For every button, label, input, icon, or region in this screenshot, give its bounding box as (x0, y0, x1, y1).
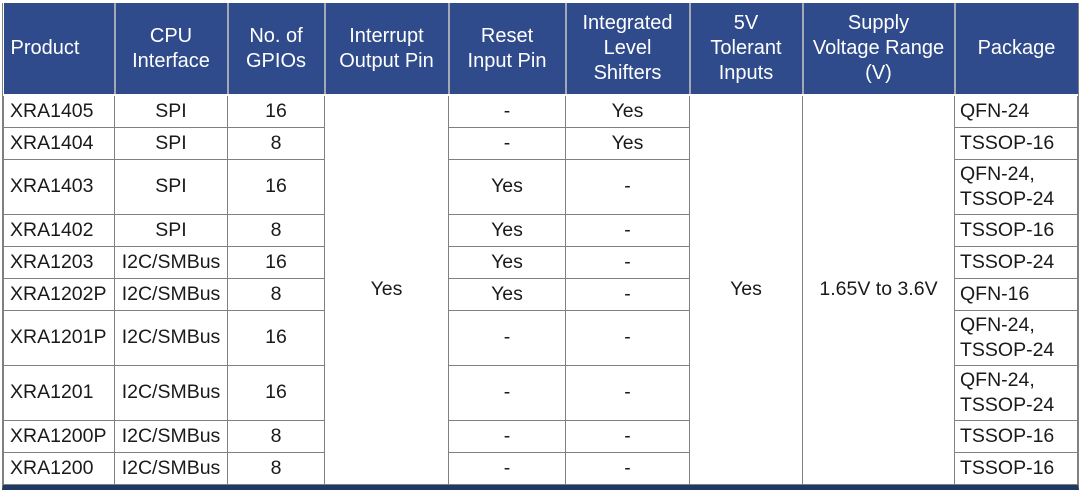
cell-package: QFN-24 (954, 94, 1078, 128)
cell-gpios: 16 (227, 245, 325, 279)
cell-product: XRA1201P (3, 309, 115, 366)
cell-gpios: 8 (227, 126, 325, 160)
cell-reset-input-pin: - (448, 94, 566, 128)
product-selector-table-container: Product CPU Interface No. of GPIOs Inter… (2, 3, 1079, 490)
cell-gpios: 16 (227, 158, 325, 215)
cell-reset-input-pin: Yes (448, 245, 566, 279)
cell-interrupt-output-pin-merged: Yes (324, 94, 449, 485)
cell-cpu-interface: SPI (114, 94, 228, 128)
row-xra1200p: XRA1200P I2C/SMBus 8 - - TSSOP-16 (3, 419, 1078, 453)
column-header-no-of-gpios: No. of GPIOs (226, 3, 326, 96)
cell-product: XRA1203 (3, 245, 115, 279)
table-body: XRA1405 SPI 16 Yes - Yes Yes 1.65V to 3.… (3, 94, 1078, 485)
cell-package: QFN-16 (954, 277, 1078, 311)
cell-reset-input-pin: - (448, 451, 566, 485)
row-xra1405: XRA1405 SPI 16 Yes - Yes Yes 1.65V to 3.… (3, 94, 1078, 485)
row-xra1201: XRA1201 I2C/SMBus 16 - - QFN-24, TSSOP-2… (3, 364, 1078, 421)
cell-cpu-interface: I2C/SMBus (114, 309, 228, 366)
cell-cpu-interface: SPI (114, 158, 228, 215)
cell-reset-input-pin: Yes (448, 213, 566, 247)
cell-package: QFN-24, TSSOP-24 (954, 364, 1078, 421)
cell-product: XRA1403 (3, 158, 115, 215)
product-comparison-table: Product CPU Interface No. of GPIOs Inter… (3, 3, 1078, 485)
row-xra1202p: XRA1202P I2C/SMBus 8 Yes - QFN-16 (3, 277, 1078, 311)
cell-level-shifters: - (565, 158, 690, 215)
column-header-supply-voltage-range: Supply Voltage Range (V) (801, 3, 956, 96)
cell-reset-input-pin: Yes (448, 277, 566, 311)
cell-package: TSSOP-24 (954, 245, 1078, 279)
cell-package: QFN-24, TSSOP-24 (954, 158, 1078, 215)
cell-reset-input-pin: - (448, 309, 566, 366)
column-header-package: Package (953, 3, 1078, 96)
cell-product: XRA1200 (3, 451, 115, 485)
cell-reset-input-pin: - (448, 364, 566, 421)
column-header-integrated-level-shifters: Integrated Level Shifters (564, 3, 691, 96)
cell-level-shifters: - (565, 245, 690, 279)
cell-level-shifters: - (565, 364, 690, 421)
column-header-5v-tolerant-inputs: 5V Tolerant Inputs (688, 3, 804, 96)
row-xra1203: XRA1203 I2C/SMBus 16 Yes - TSSOP-24 (3, 245, 1078, 279)
cell-level-shifters: - (565, 419, 690, 453)
cell-product: XRA1201 (3, 364, 115, 421)
cell-product: XRA1202P (3, 277, 115, 311)
cell-package: TSSOP-16 (954, 451, 1078, 485)
cell-level-shifters: Yes (565, 94, 690, 128)
cell-reset-input-pin: - (448, 419, 566, 453)
cell-product: XRA1405 (3, 94, 115, 128)
row-xra1402: XRA1402 SPI 8 Yes - TSSOP-16 (3, 213, 1078, 247)
cell-gpios: 8 (227, 419, 325, 453)
cell-cpu-interface: I2C/SMBus (114, 451, 228, 485)
cell-gpios: 16 (227, 94, 325, 128)
cell-reset-input-pin: Yes (448, 158, 566, 215)
cell-product: XRA1404 (3, 126, 115, 160)
cell-supply-voltage-range-merged: 1.65V to 3.6V (802, 94, 955, 485)
cell-product: XRA1402 (3, 213, 115, 247)
cell-product: XRA1200P (3, 419, 115, 453)
cell-gpios: 8 (227, 277, 325, 311)
table-header: Product CPU Interface No. of GPIOs Inter… (3, 3, 1078, 96)
cell-level-shifters: Yes (565, 126, 690, 160)
cell-package: TSSOP-16 (954, 419, 1078, 453)
cell-level-shifters: - (565, 451, 690, 485)
row-xra1200: XRA1200 I2C/SMBus 8 - - TSSOP-16 (3, 451, 1078, 485)
cell-level-shifters: - (565, 213, 690, 247)
row-xra1201p: XRA1201P I2C/SMBus 16 - - QFN-24, TSSOP-… (3, 309, 1078, 366)
column-header-reset-input-pin: Reset Input Pin (447, 3, 567, 96)
column-header-cpu-interface: CPU Interface (113, 3, 229, 96)
cell-package: QFN-24, TSSOP-24 (954, 309, 1078, 366)
cell-gpios: 16 (227, 309, 325, 366)
cell-package: TSSOP-16 (954, 213, 1078, 247)
cell-gpios: 8 (227, 451, 325, 485)
cell-level-shifters: - (565, 309, 690, 366)
cell-cpu-interface: SPI (114, 126, 228, 160)
row-xra1404: XRA1404 SPI 8 - Yes TSSOP-16 (3, 126, 1078, 160)
cell-cpu-interface: SPI (114, 213, 228, 247)
cell-cpu-interface: I2C/SMBus (114, 419, 228, 453)
header-row: Product CPU Interface No. of GPIOs Inter… (3, 3, 1078, 96)
cell-cpu-interface: I2C/SMBus (114, 364, 228, 421)
cell-gpios: 16 (227, 364, 325, 421)
cell-cpu-interface: I2C/SMBus (114, 245, 228, 279)
cell-cpu-interface: I2C/SMBus (114, 277, 228, 311)
cell-gpios: 8 (227, 213, 325, 247)
cell-level-shifters: - (565, 277, 690, 311)
column-header-interrupt-output-pin: Interrupt Output Pin (323, 3, 450, 96)
cell-package: TSSOP-16 (954, 126, 1078, 160)
column-header-product: Product (3, 3, 116, 96)
cell-5v-tolerant-inputs-merged: Yes (689, 94, 803, 485)
row-xra1403: XRA1403 SPI 16 Yes - QFN-24, TSSOP-24 (3, 158, 1078, 215)
cell-reset-input-pin: - (448, 126, 566, 160)
